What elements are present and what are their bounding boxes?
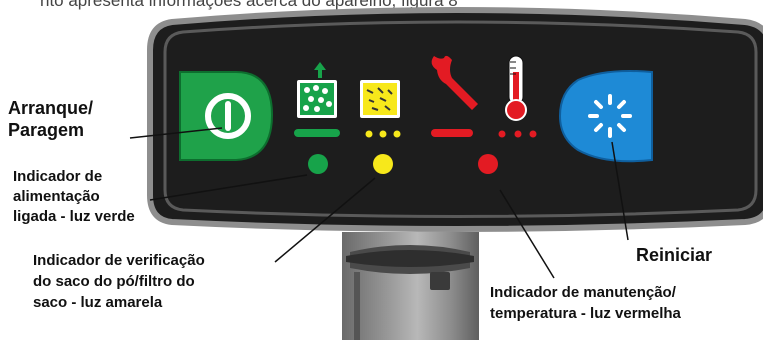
red-dot-2 (515, 131, 522, 138)
yellow-dot-3 (394, 131, 401, 138)
red-led (478, 154, 498, 174)
power-indicator-label: Indicador de alimentação ligada - luz ve… (13, 167, 135, 227)
reset-button[interactable] (560, 71, 652, 161)
maintenance-indicator-label: Indicador de manutenção/ temperatura - l… (490, 282, 681, 324)
bag-container-photo (342, 232, 479, 340)
bag-indicator-label: Indicador de verificação do saco do pó/f… (33, 250, 205, 313)
start-stop-label: Arranque/ Paragem (8, 97, 93, 141)
yellow-dot-1 (366, 131, 373, 138)
red-dot-1 (499, 131, 506, 138)
filter-icon (360, 80, 400, 118)
green-bar (294, 129, 340, 137)
yellow-dot-2 (380, 131, 387, 138)
green-led (308, 154, 328, 174)
red-dot-3 (530, 131, 537, 138)
start-stop-button[interactable] (180, 72, 272, 160)
reset-label: Reiniciar (636, 244, 712, 266)
yellow-led (373, 154, 393, 174)
red-bar (431, 129, 473, 137)
thermometer-icon (506, 56, 526, 120)
